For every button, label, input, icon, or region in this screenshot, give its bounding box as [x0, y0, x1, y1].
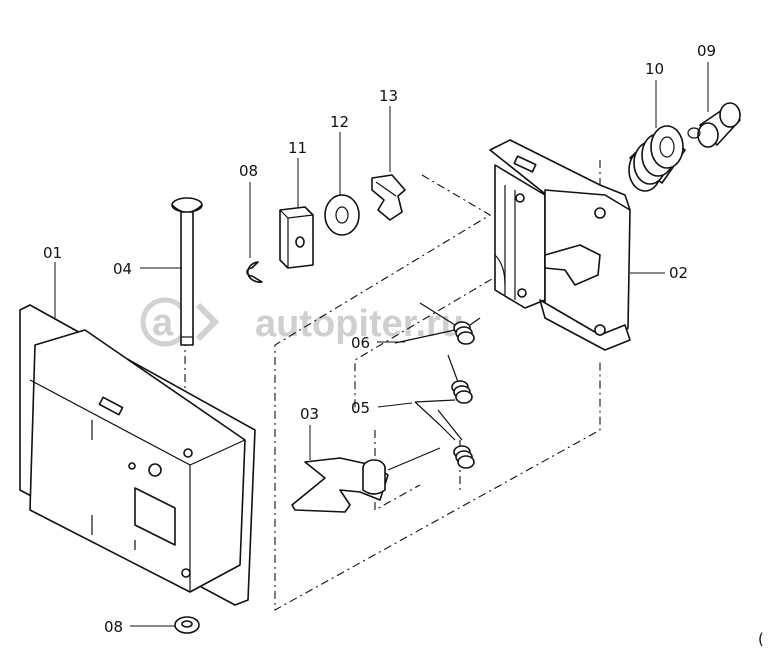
lever: [291, 447, 441, 513]
e-ring-lower: [174, 616, 200, 634]
watermark-text: autopiter.ru: [255, 303, 464, 345]
shim-plate: [279, 206, 314, 269]
pin: [171, 197, 203, 346]
watermark-glyph: a: [152, 302, 174, 344]
label-part-06: 06: [351, 334, 370, 352]
label-part-08-upper: 08: [239, 162, 258, 180]
corner-mark: (: [758, 630, 764, 648]
label-part-02: 02: [669, 264, 688, 282]
watermark: a autopiter.ru: [140, 297, 464, 347]
label-part-01: 01: [43, 244, 62, 262]
leader-lines: [54, 62, 709, 627]
spring-upper: [394, 302, 481, 345]
label-part-13: 13: [379, 87, 398, 105]
label-part-05: 05: [351, 399, 370, 417]
label-part-04: 04: [113, 260, 132, 278]
bracket: [489, 139, 631, 351]
label-part-10: 10: [645, 60, 664, 78]
screw: [687, 102, 741, 148]
label-part-09: 09: [697, 42, 716, 60]
label-part-12: 12: [330, 113, 349, 131]
housing-plate: [19, 304, 256, 606]
clip: [371, 174, 406, 221]
bushing: [628, 125, 686, 192]
washer: [324, 194, 360, 236]
label-part-11: 11: [288, 139, 307, 157]
e-ring-upper: [246, 261, 263, 283]
label-part-08-lower: 08: [104, 618, 123, 636]
label-part-03: 03: [300, 405, 319, 423]
spring-lower: [414, 354, 475, 469]
part-labels: 01 02 03 04 05 06 08 08 09 10 11 12 13 (: [43, 42, 764, 648]
